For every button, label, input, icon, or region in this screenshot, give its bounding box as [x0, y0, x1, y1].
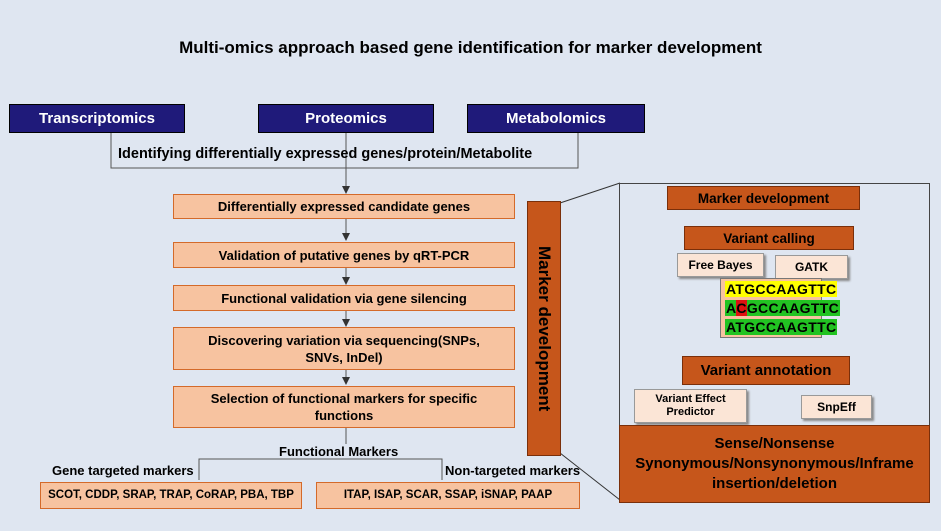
step-variation-sequencing: Discovering variation via sequencing(SNP…	[173, 327, 515, 370]
functional-markers-label: Functional Markers	[279, 444, 399, 459]
step-candidate-genes: Differentially expressed candidate genes	[173, 194, 515, 219]
vep-line2: Predictor	[666, 406, 715, 418]
sequence-row-2-suffix: GCCAAGTTC	[746, 300, 839, 316]
result-line3: insertion/deletion	[711, 475, 837, 492]
panel-header-box: Marker development	[667, 186, 860, 210]
snpeff-box: SnpEff	[801, 395, 872, 419]
metabolomics-box: Metabolomics	[467, 104, 645, 133]
variant-effect-predictor-box: Variant Effect Predictor	[634, 389, 747, 423]
step-functional-marker-selection: Selection of functional markers for spec…	[173, 386, 515, 428]
proteomics-box: Proteomics	[258, 104, 434, 133]
free-bayes-box: Free Bayes	[677, 253, 764, 277]
gene-targeted-markers-box: SCOT, CDDP, SRAP, TRAP, CoRAP, PBA, TBP	[40, 482, 302, 509]
sequence-row-2: ACGCCAAGTTC	[725, 300, 840, 316]
diagram-title: Multi-omics approach based gene identifi…	[179, 38, 762, 57]
sequence-row-1: ATGCCAAGTTC	[725, 281, 838, 297]
variant-effect-result-box: Sense/Nonsense Synonymous/Nonsynonymous/…	[619, 425, 930, 503]
step-qrt-pcr: Validation of putative genes by qRT-PCR	[173, 242, 515, 268]
variant-annotation-box: Variant annotation	[682, 356, 850, 385]
variant-base: C	[736, 300, 747, 316]
step-selection-line1: Selection of functional markers for spec…	[210, 391, 478, 406]
step-variation-line2: SNVs, InDel)	[305, 349, 383, 365]
variant-calling-box: Variant calling	[684, 226, 854, 250]
non-targeted-markers-box: ITAP, ISAP, SCAR, SSAP, iSNAP, PAAP	[316, 482, 580, 509]
transcriptomics-box: Transcriptomics	[9, 104, 185, 133]
sequence-alignment: ATGCCAAGTTC ACGCCAAGTTC ATGCCAAGTTC	[720, 278, 840, 338]
sequence-row-2-prefix: A	[726, 300, 737, 316]
marker-development-vertical-label: Marker development	[535, 245, 554, 412]
result-line2: Synonymous/Nonsynonymous/Inframe	[635, 455, 914, 472]
result-line1: Sense/Nonsense	[714, 435, 835, 452]
gatk-box: GATK	[775, 255, 848, 279]
marker-development-vertical-box: Marker development	[527, 201, 561, 456]
non-targeted-label: Non-targeted markers	[445, 463, 581, 478]
step-selection-line2: functions	[314, 408, 374, 423]
vep-line1: Variant Effect	[655, 393, 726, 405]
gene-targeted-label: Gene targeted markers	[52, 463, 194, 478]
step-variation-line1: Discovering variation via sequencing(SNP…	[208, 332, 480, 348]
identifying-label: Identifying differentially expressed gen…	[118, 146, 533, 162]
step-gene-silencing: Functional validation via gene silencing	[173, 285, 515, 311]
sequence-row-3: ATGCCAAGTTC	[725, 319, 838, 335]
